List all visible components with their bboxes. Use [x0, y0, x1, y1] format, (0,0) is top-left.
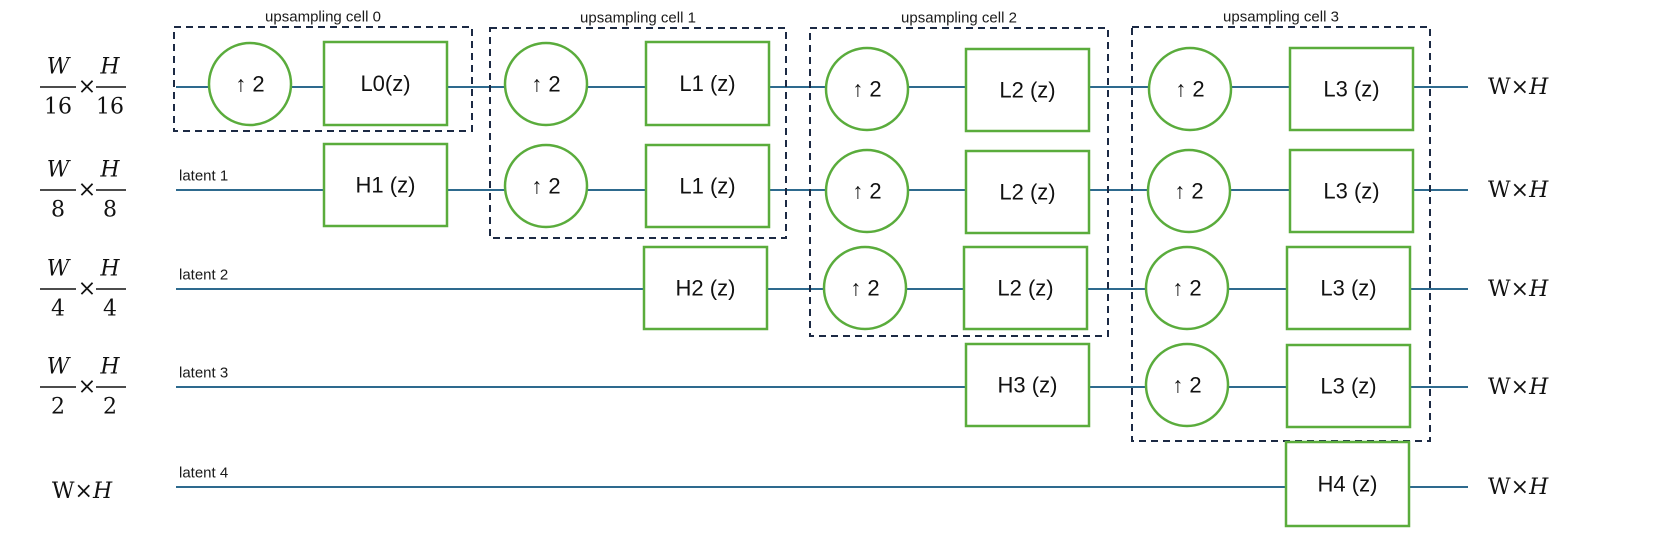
- resolution-den-h-1: 8: [103, 198, 117, 223]
- upsampling-cell-label-3: upsampling cell 3: [1223, 9, 1339, 26]
- upsample-label-1: ↑ 2: [531, 72, 560, 97]
- resolution-num-h-0: H: [99, 55, 120, 80]
- filter-label-12: L3 (z): [1320, 374, 1376, 399]
- upsample-label-7: ↑ 2: [1174, 179, 1203, 204]
- filter-box-3: [644, 143, 771, 229]
- resolution-plain-4: W×H: [52, 479, 113, 504]
- output-label-0: W×H: [1488, 75, 1549, 100]
- upsampling-cell-1: [489, 27, 787, 239]
- upsampling-cell-2: [809, 27, 1109, 337]
- upsample-label-6: ↑ 2: [1175, 77, 1204, 102]
- filter-box-4: [642, 245, 769, 331]
- upsample-circle-5: [822, 245, 908, 331]
- filter-box-8: [964, 342, 1091, 428]
- filter-box-13: [1284, 440, 1411, 528]
- filter-box-12: [1285, 343, 1412, 429]
- resolution-label-3: W 2 ×H 2: [40, 355, 126, 420]
- filter-box-1: [322, 142, 449, 228]
- upsample-circle-7: [1146, 148, 1232, 234]
- filter-box-9: [1288, 46, 1415, 132]
- latent-label-4: latent 4: [179, 465, 228, 482]
- resolution-den-w-3: 2: [51, 395, 65, 420]
- latent-label-1: latent 1: [179, 168, 228, 185]
- filter-label-1: H1 (z): [356, 173, 416, 198]
- filter-label-13: H4 (z): [1318, 472, 1378, 497]
- resolution-den-w-0: 16: [44, 95, 72, 120]
- resolution-num-w-3: W: [47, 355, 72, 380]
- times-symbol-0: ×: [78, 75, 96, 100]
- output-label-4: W×H: [1488, 475, 1549, 500]
- filter-box-5: [964, 47, 1091, 133]
- resolution-label-0: W 16×H 16: [40, 55, 126, 120]
- resolution-label-2: W 4 ×H 4: [40, 257, 126, 322]
- upsample-label-3: ↑ 2: [852, 77, 881, 102]
- upsample-label-2: ↑ 2: [531, 174, 560, 199]
- times-symbol-2: ×: [78, 277, 96, 302]
- filter-box-10: [1288, 148, 1415, 234]
- resolution-label-4: W×H: [52, 479, 113, 504]
- upsampling-cell-0: [173, 26, 473, 132]
- resolution-num-w-1: W: [47, 158, 72, 183]
- resolution-den-h-0: 16: [96, 95, 124, 120]
- upsample-label-8: ↑ 2: [1172, 276, 1201, 301]
- filter-box-11: [1285, 245, 1412, 331]
- upsampling-cell-label-1: upsampling cell 1: [580, 10, 696, 27]
- filter-label-4: H2 (z): [676, 276, 736, 301]
- times-symbol-3: ×: [78, 375, 96, 400]
- upsample-circle-1: [503, 41, 589, 127]
- filter-label-10: L3 (z): [1323, 179, 1379, 204]
- resolution-den-w-2: 4: [51, 297, 65, 322]
- filter-label-7: L2 (z): [997, 276, 1053, 301]
- resolution-num-w-2: W: [47, 257, 72, 282]
- output-label-3: W×H: [1488, 375, 1549, 400]
- times-symbol-1: ×: [78, 178, 96, 203]
- upsample-circle-3: [824, 46, 910, 132]
- filter-box-0: [322, 40, 449, 127]
- filter-box-7: [962, 245, 1089, 331]
- filter-label-2: L1 (z): [679, 71, 735, 96]
- resolution-den-h-3: 2: [103, 395, 117, 420]
- filter-label-3: L1 (z): [679, 174, 735, 199]
- upsampling-cell-label-0: upsampling cell 0: [265, 9, 381, 26]
- filter-box-6: [964, 149, 1091, 235]
- latent-label-3: latent 3: [179, 365, 228, 382]
- resolution-num-h-1: H: [99, 158, 120, 183]
- filter-label-8: H3 (z): [998, 373, 1058, 398]
- upsample-circle-9: [1144, 342, 1230, 428]
- upsample-label-0: ↑ 2: [235, 72, 264, 97]
- upsample-circle-4: [824, 148, 910, 234]
- resolution-den-h-2: 4: [103, 297, 117, 322]
- resolution-num-h-2: H: [99, 257, 120, 282]
- filter-box-2: [644, 40, 771, 127]
- filter-label-9: L3 (z): [1323, 77, 1379, 102]
- upsample-label-4: ↑ 2: [852, 179, 881, 204]
- upsample-label-9: ↑ 2: [1172, 373, 1201, 398]
- filter-label-11: L3 (z): [1320, 276, 1376, 301]
- resolution-label-1: W 8 ×H 8: [40, 158, 126, 223]
- latent-label-2: latent 2: [179, 267, 228, 284]
- filter-label-6: L2 (z): [999, 180, 1055, 205]
- upsample-circle-8: [1144, 245, 1230, 331]
- upsample-label-5: ↑ 2: [850, 276, 879, 301]
- resolution-den-w-1: 8: [51, 198, 65, 223]
- upsample-circle-2: [503, 143, 589, 229]
- resolution-num-w-0: W: [47, 55, 72, 80]
- output-label-2: W×H: [1488, 277, 1549, 302]
- upsample-circle-0: [207, 41, 293, 127]
- upsample-circle-6: [1147, 46, 1233, 132]
- resolution-num-h-3: H: [99, 355, 120, 380]
- filter-label-5: L2 (z): [999, 78, 1055, 103]
- output-label-1: W×H: [1488, 178, 1549, 203]
- filter-label-0: L0(z): [360, 71, 410, 96]
- upsampling-cell-label-2: upsampling cell 2: [901, 10, 1017, 27]
- upsampling-cell-3: [1131, 26, 1431, 442]
